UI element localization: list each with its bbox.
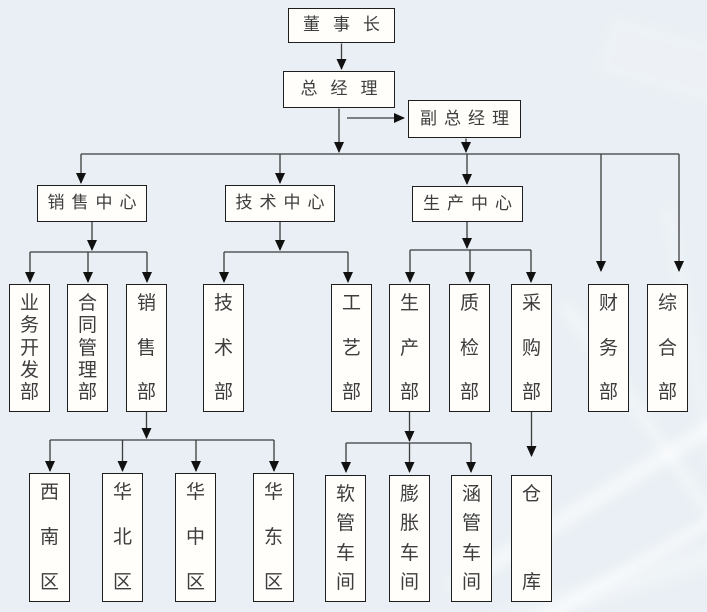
- org-node-deputy-general-manager: 副总经理: [408, 100, 521, 138]
- org-node-general-manager: 总经理: [283, 71, 395, 108]
- org-node-tech-center: 技术中心: [225, 185, 335, 222]
- org-node-production-dept: 生产部: [389, 284, 430, 412]
- org-node-business-dev-dept: 业务开发部: [9, 284, 50, 412]
- org-node-production-center: 生产中心: [412, 186, 523, 222]
- org-node-culvert-workshop: 涵管车间: [451, 475, 492, 602]
- org-node-sales-center: 销售中心: [37, 185, 147, 222]
- org-node-central-china-region: 华中区: [175, 473, 216, 602]
- org-node-southwest-region: 西南区: [29, 473, 70, 602]
- org-node-general-affairs-dept: 综合部: [647, 284, 688, 412]
- org-node-qc-dept: 质检部: [449, 284, 490, 412]
- org-node-north-china-region: 华北区: [102, 473, 143, 602]
- org-node-sales-dept: 销售部: [126, 284, 167, 412]
- org-node-contract-mgmt-dept: 合同管理部: [67, 284, 108, 412]
- org-node-chairman: 董事长: [288, 8, 395, 43]
- org-node-hose-workshop: 软管车间: [325, 475, 366, 602]
- org-node-finance-dept: 财务部: [588, 284, 629, 412]
- org-node-tech-dept: 技术部: [203, 284, 244, 412]
- org-node-process-dept: 工艺部: [331, 284, 372, 412]
- org-node-purchasing-dept: 采购部: [511, 284, 552, 412]
- org-node-east-china-region: 华东区: [253, 473, 294, 602]
- org-node-warehouse: 仓库: [511, 475, 552, 602]
- org-node-expansion-workshop: 膨胀车间: [389, 475, 430, 602]
